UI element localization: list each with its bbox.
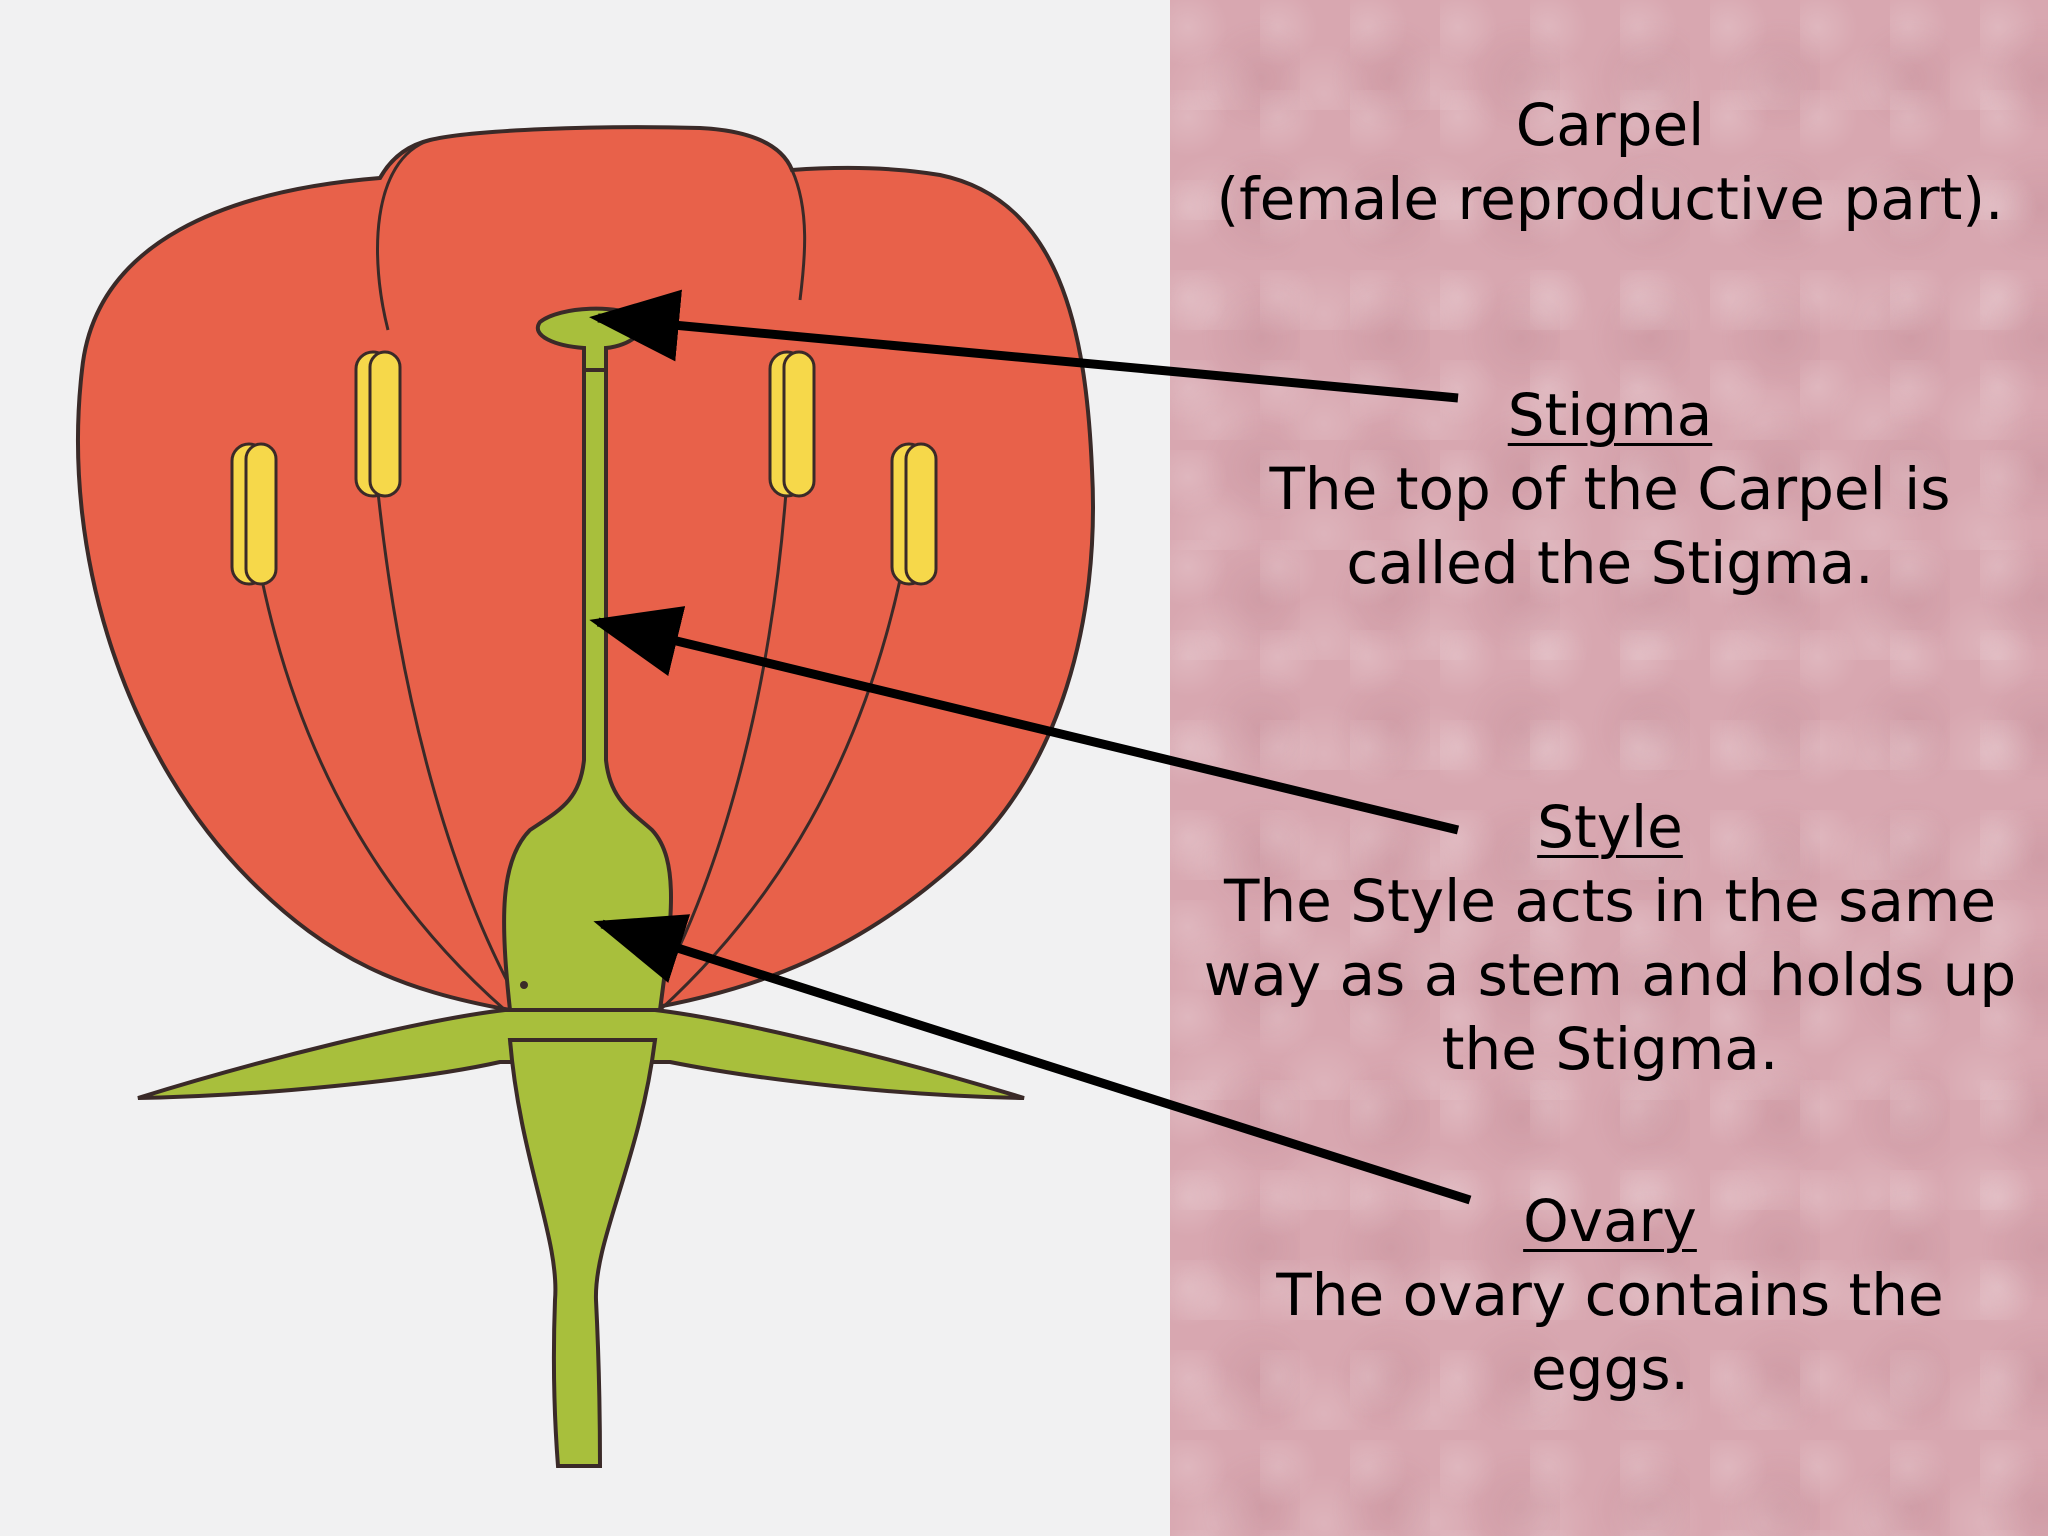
anther-4b [904,442,938,586]
stigma-text-2: called the Stigma. [1346,529,1874,597]
stigma-heading: Stigma [1507,381,1713,449]
ovary-heading: Ovary [1523,1187,1697,1255]
ovary-text-2: eggs. [1531,1335,1689,1403]
style-heading: Style [1537,793,1683,861]
arrow-left-icon [589,606,1460,835]
ovary-text-1: The ovary contains the [1276,1261,1944,1329]
arrow-left-icon [593,914,1472,1205]
style-text-2: way as a stem and holds up [1203,941,2017,1009]
pointer-arrows [589,289,1472,1205]
style-label: Style The Style acts in the same way as … [1200,790,2020,1086]
petal-seam-right [790,169,807,301]
speck [520,981,528,989]
anther-1b [244,442,278,586]
style-text-3: the Stigma. [1441,1015,1779,1083]
stigma-text-1: The top of the Carpel is [1269,455,1951,523]
arrow-left-icon [589,289,1459,403]
title-line-1: Carpel [1515,91,1705,159]
ovary-label: Ovary The ovary contains the eggs. [1200,1184,2020,1406]
petal-seam-left [376,138,431,331]
stem [507,1038,658,1468]
title-line-2: (female reproductive part). [1216,165,2004,233]
anther-2b [368,350,402,498]
anthers [230,350,938,586]
style-text-1: The Style acts in the same [1223,867,1997,935]
carpel-and-stem [137,306,1025,1468]
stigma-label: Stigma The top of the Carpel is called t… [1200,378,2020,600]
anther-3b [782,350,816,498]
carpel-title: Carpel (female reproductive part). [1200,88,2020,236]
text-panel [1170,0,2048,1536]
